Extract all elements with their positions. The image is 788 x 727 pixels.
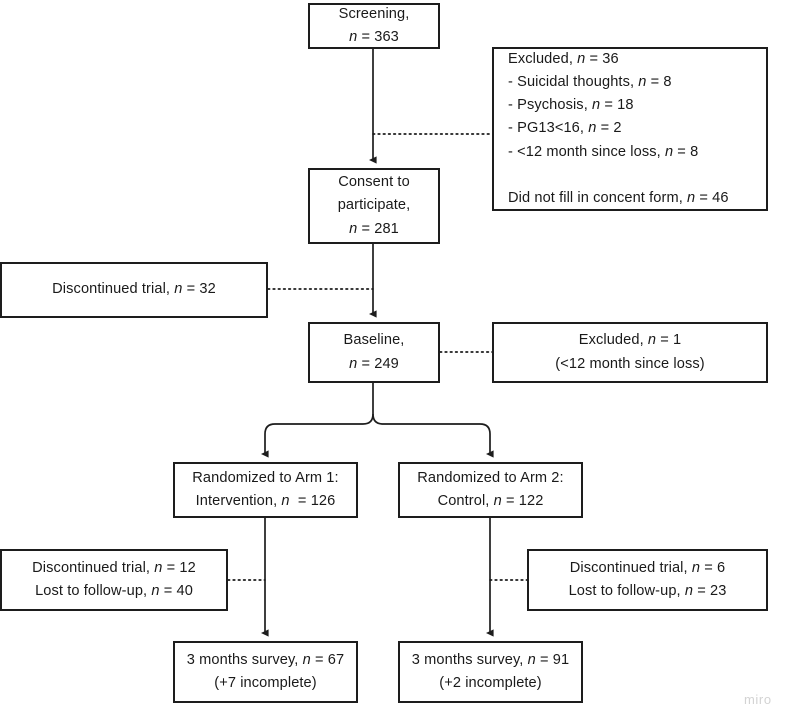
disc-arm2-line-2: Lost to follow-up, n = 23 bbox=[569, 580, 727, 603]
survey1-line-1: 3 months survey, n = 67 bbox=[187, 649, 344, 672]
node-randomized-arm-2[interactable]: Randomized to Arm 2: Control, n = 122 bbox=[398, 462, 583, 518]
disc-arm2-count-1: = 6 bbox=[700, 559, 726, 576]
baseline-line-1: Baseline, bbox=[343, 332, 405, 349]
arm1-line-1: Randomized to Arm 1: bbox=[192, 469, 339, 486]
screening-count: = 363 bbox=[357, 29, 399, 45]
italic-n: n bbox=[588, 120, 597, 137]
consent-line-3: n = 281 bbox=[349, 218, 399, 241]
survey2-label: 3 months survey, bbox=[411, 651, 528, 668]
excluded-top-line-4: - PG13<16, n = 2 bbox=[508, 117, 622, 140]
arm2-line-1: Randomized to Arm 2: bbox=[417, 469, 564, 486]
screening-line-1: Screening, bbox=[338, 5, 410, 22]
node-excluded-baseline[interactable]: Excluded, n = 1 (<12 month since loss) bbox=[492, 322, 768, 383]
excluded-top-count-6: = 46 bbox=[695, 189, 729, 206]
excluded-top-label-3: - Psychosis, bbox=[508, 97, 593, 114]
baseline-line-2: n = 249 bbox=[349, 353, 399, 376]
consent-count: = 281 bbox=[357, 220, 399, 237]
excluded-top-count-4: = 2 bbox=[596, 120, 622, 137]
italic-n: n bbox=[154, 559, 163, 576]
screening-line-2: n = 363 bbox=[349, 26, 399, 49]
italic-n: n bbox=[691, 559, 701, 576]
node-screening[interactable]: Screening, n = 363 bbox=[308, 3, 440, 49]
italic-n: n bbox=[687, 189, 696, 206]
excluded-top-label-2: - Suicidal thoughts, bbox=[508, 74, 639, 91]
excluded-baseline-line-2: (<12 month since loss) bbox=[555, 355, 705, 372]
disc-arm1-count-2: = 40 bbox=[159, 583, 193, 599]
excluded-top-count-5: = 8 bbox=[673, 143, 699, 160]
disc-arm1-count-1: = 12 bbox=[162, 559, 196, 576]
miro-watermark: miro bbox=[744, 692, 772, 707]
italic-n: n bbox=[349, 220, 358, 237]
italic-n: n bbox=[281, 493, 290, 509]
consent-line-2: participate, bbox=[337, 197, 411, 214]
excluded-top-line-3: - Psychosis, n = 18 bbox=[508, 94, 634, 117]
disc-arm2-label-1: Discontinued trial, bbox=[569, 559, 692, 576]
baseline-count: = 249 bbox=[357, 355, 399, 372]
italic-n: n bbox=[638, 74, 647, 91]
italic-n: n bbox=[527, 651, 536, 668]
survey2-count: = 91 bbox=[535, 651, 570, 668]
survey2-line-2: (+2 incomplete) bbox=[439, 675, 542, 691]
node-randomized-arm-1[interactable]: Randomized to Arm 1: Intervention, n = 1… bbox=[173, 462, 358, 518]
discontinued-32-count: = 32 bbox=[182, 281, 216, 298]
edge-baseline-split-right bbox=[372, 413, 494, 458]
survey1-line-2: (+7 incomplete) bbox=[214, 675, 317, 691]
arm2-label: Control, bbox=[437, 493, 494, 509]
italic-n: n bbox=[349, 355, 358, 372]
excluded-top-line-1: Excluded, n = 36 bbox=[508, 48, 619, 71]
arm1-line-2: Intervention, n = 126 bbox=[196, 490, 336, 513]
italic-n: n bbox=[349, 29, 358, 45]
italic-n: n bbox=[174, 281, 183, 298]
disc-arm1-line-2: Lost to follow-up, n = 40 bbox=[35, 580, 193, 603]
italic-n: n bbox=[684, 583, 694, 599]
arm1-label: Intervention, bbox=[195, 493, 282, 509]
discontinued-32-line-1: Discontinued trial, n = 32 bbox=[52, 278, 216, 301]
consent-line-1: Consent to bbox=[338, 174, 410, 191]
node-consent-to-participate[interactable]: Consent to participate, n = 281 bbox=[308, 168, 440, 244]
excluded-top-spacer bbox=[508, 164, 512, 187]
italic-n: n bbox=[493, 493, 502, 509]
italic-n: n bbox=[577, 51, 586, 68]
disc-arm1-label-2: Lost to follow-up, bbox=[35, 583, 152, 599]
node-discontinued-arm-2[interactable]: Discontinued trial, n = 6 Lost to follow… bbox=[527, 549, 768, 611]
node-survey-arm-2[interactable]: 3 months survey, n = 91 (+2 incomplete) bbox=[398, 641, 583, 703]
excluded-top-line-5: - <12 month since loss, n = 8 bbox=[508, 141, 698, 164]
node-survey-arm-1[interactable]: 3 months survey, n = 67 (+7 incomplete) bbox=[173, 641, 358, 703]
excluded-top-count-3: = 18 bbox=[600, 97, 634, 114]
node-excluded-top[interactable]: Excluded, n = 36 - Suicidal thoughts, n … bbox=[492, 47, 768, 211]
disc-arm1-line-1: Discontinued trial, n = 12 bbox=[32, 557, 196, 580]
excluded-top-count-2: = 8 bbox=[646, 74, 672, 91]
excluded-top-line-2: - Suicidal thoughts, n = 8 bbox=[508, 71, 672, 94]
excluded-top-count-1: = 36 bbox=[585, 51, 619, 68]
disc-arm1-label-1: Discontinued trial, bbox=[32, 559, 155, 576]
disc-arm2-label-2: Lost to follow-up, bbox=[568, 583, 685, 599]
italic-n: n bbox=[302, 651, 311, 668]
italic-n: n bbox=[592, 97, 601, 114]
arm2-count: = 122 bbox=[501, 493, 544, 509]
excluded-baseline-line-1: Excluded, n = 1 bbox=[579, 329, 682, 352]
excluded-top-label-1: Excluded, bbox=[508, 51, 578, 68]
arm2-line-2: Control, n = 122 bbox=[438, 490, 544, 513]
excluded-top-line-6: Did not fill in concent form, n = 46 bbox=[508, 187, 729, 210]
italic-n: n bbox=[647, 332, 657, 349]
excluded-baseline-label: Excluded, bbox=[578, 332, 648, 349]
excluded-top-label-4: - PG13<16, bbox=[508, 120, 589, 137]
excluded-top-label-6: Did not fill in concent form, bbox=[508, 189, 688, 206]
survey1-label: 3 months survey, bbox=[186, 651, 303, 668]
excluded-baseline-count: = 1 bbox=[656, 332, 682, 349]
italic-n: n bbox=[664, 143, 674, 160]
node-discontinued-trial-32[interactable]: Discontinued trial, n = 32 bbox=[0, 262, 268, 318]
excluded-top-label-5: - <12 month since loss, bbox=[508, 143, 665, 160]
survey2-line-1: 3 months survey, n = 91 bbox=[412, 649, 569, 672]
disc-arm2-count-2: = 23 bbox=[693, 583, 727, 599]
discontinued-32-label: Discontinued trial, bbox=[52, 281, 175, 298]
edge-baseline-split-left bbox=[260, 413, 374, 458]
italic-n: n bbox=[151, 583, 160, 599]
arm1-count: = 126 bbox=[289, 493, 336, 509]
node-discontinued-arm-1[interactable]: Discontinued trial, n = 12 Lost to follo… bbox=[0, 549, 228, 611]
disc-arm2-line-1: Discontinued trial, n = 6 bbox=[570, 557, 725, 580]
node-baseline[interactable]: Baseline, n = 249 bbox=[308, 322, 440, 383]
survey1-count: = 67 bbox=[310, 651, 345, 668]
